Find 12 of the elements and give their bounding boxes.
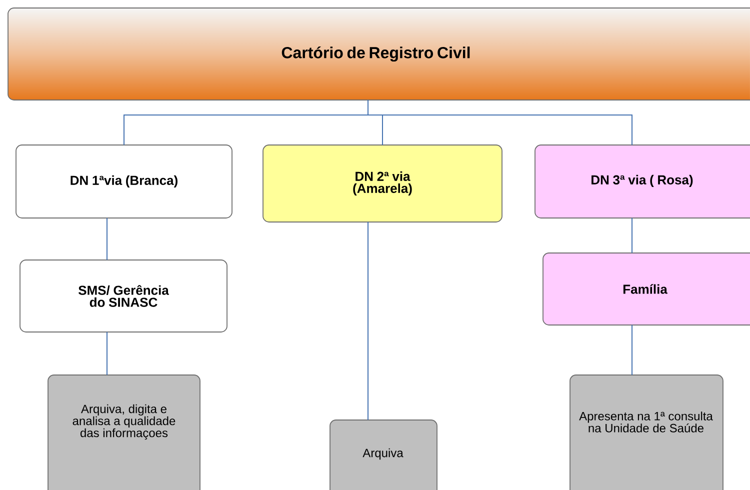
document-box: DN 1ªvia (Branca) [16, 144, 232, 218]
process-box: Família [542, 252, 750, 326]
connector-line [106, 218, 108, 260]
document-box: DN 3ª via ( Rosa) [534, 144, 750, 218]
title-banner: Cartório de Registro Civil [8, 8, 750, 100]
connector-line [368, 100, 632, 146]
action-box: Arquiva [330, 420, 438, 490]
process-box: SMS/ Gerência do SINASC [20, 260, 228, 332]
document-box: DN 2ª via (Amarela) [262, 144, 502, 222]
connector-line [106, 332, 108, 376]
action-box: Apresenta na 1ª consulta na Unidade de Saúde [570, 374, 724, 490]
action-box: Arquiva, digita e analisa a qualidade das informaçoes [48, 374, 200, 490]
